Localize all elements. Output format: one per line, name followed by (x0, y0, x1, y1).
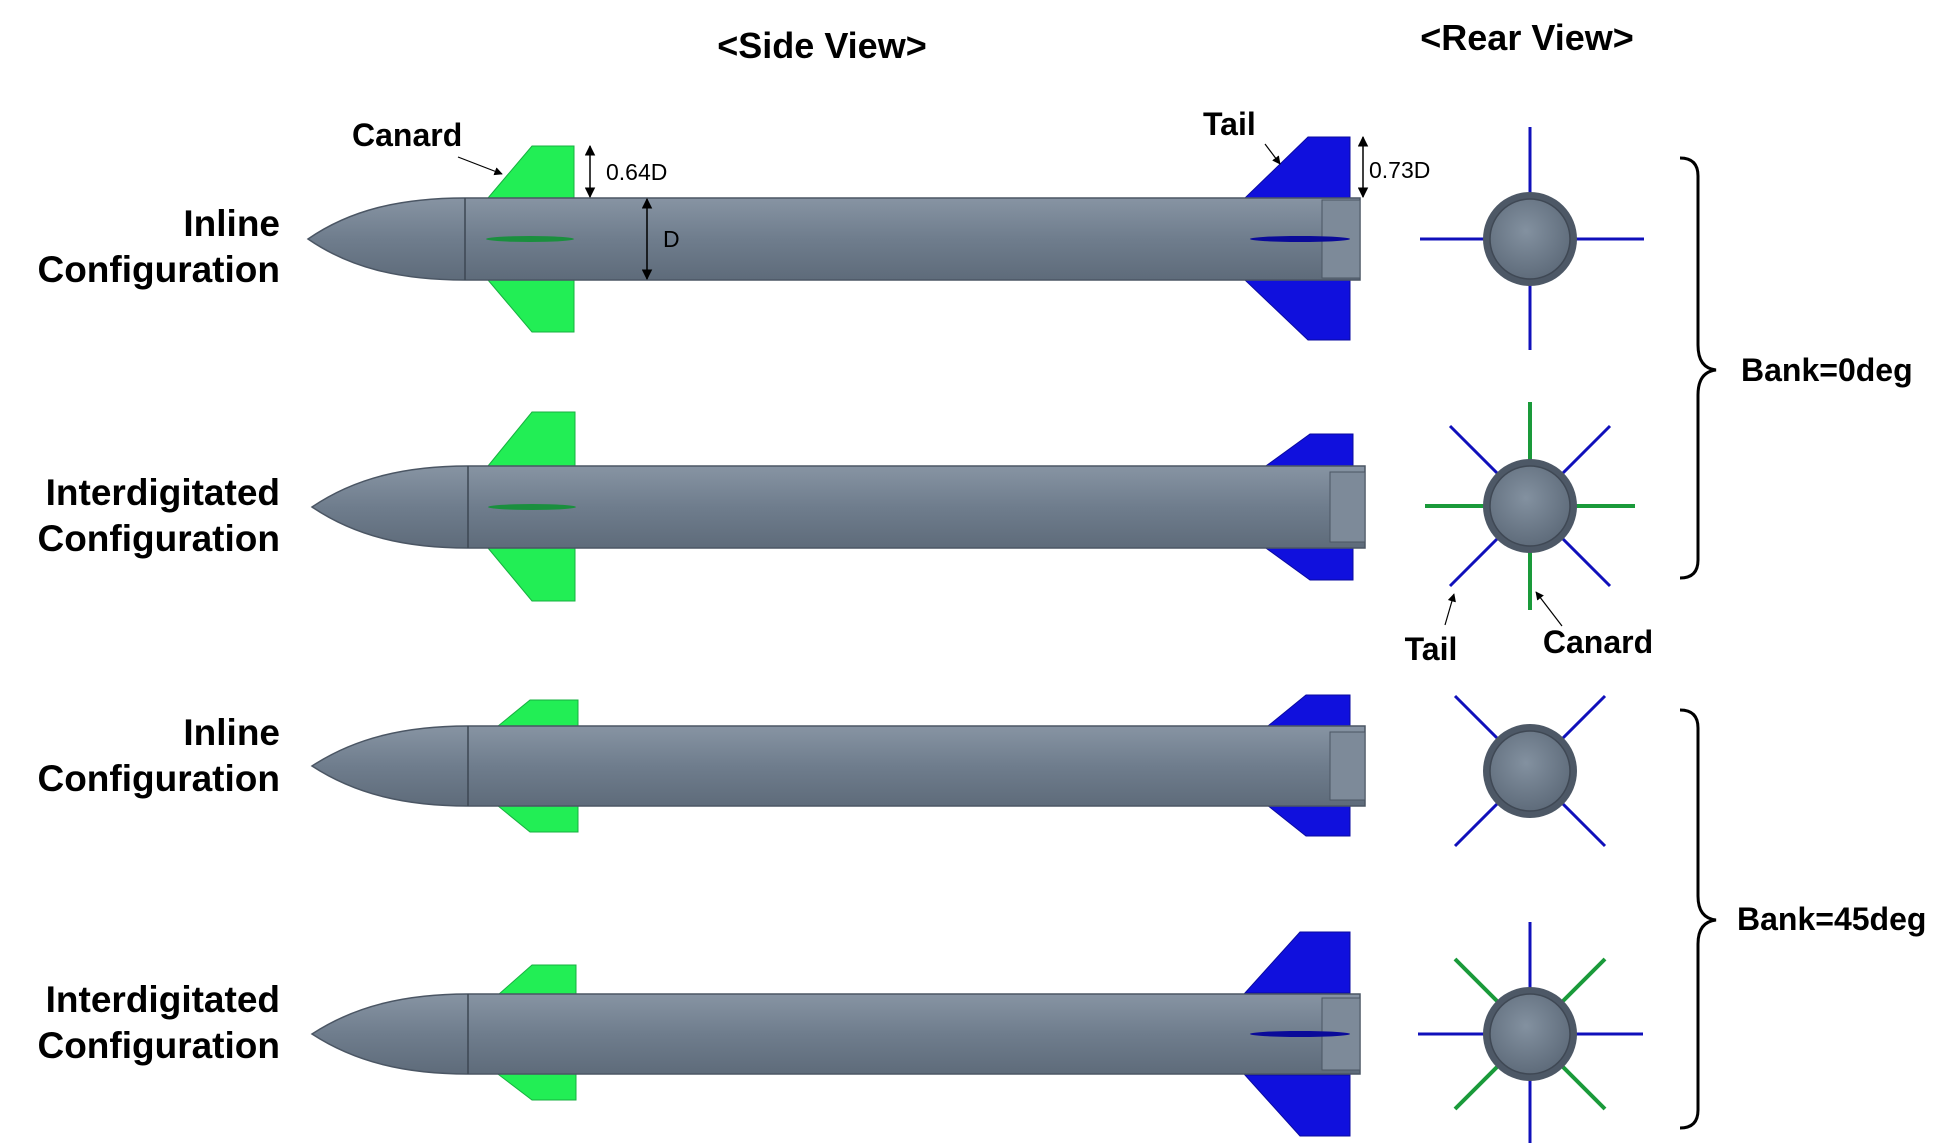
tail-fin-upper (1243, 136, 1351, 199)
rear-view-3 (1453, 694, 1607, 848)
tail-fin-edge (1250, 236, 1350, 242)
rocket-body (310, 465, 1366, 549)
row-label-1: Inline Configuration (37, 203, 280, 290)
canard-fin-edge (488, 504, 576, 510)
row-label-4: Interdigitated Configuration (37, 979, 280, 1066)
row-label-line2: Configuration (37, 758, 280, 799)
rear-hub (1489, 730, 1571, 812)
side-view-header: <Side View> (717, 25, 926, 66)
rear-view-2: Tail Canard (1405, 402, 1653, 667)
tail-fin-lower (1243, 279, 1351, 341)
tail-fin-upper (1243, 931, 1351, 994)
diameter-label: D (663, 226, 680, 252)
side-view-rocket-3 (310, 694, 1366, 837)
row-label-2: Interdigitated Configuration (37, 472, 280, 559)
row-label-line2: Configuration (37, 1025, 280, 1066)
bank45-brace (1679, 708, 1717, 1130)
rear-hub (1489, 993, 1571, 1075)
rear-hub (1489, 198, 1571, 280)
canard-fin-lower (486, 279, 575, 333)
rear-tail-label: Tail (1405, 631, 1458, 667)
tail-fin-lower (1243, 1074, 1351, 1137)
canard-callout-label: Canard (352, 117, 462, 153)
rocket-body (310, 993, 1361, 1075)
rocket-body (310, 725, 1366, 807)
canard-fin-edge (486, 236, 574, 242)
rear-hub (1489, 465, 1571, 547)
canard-fin-upper (486, 145, 575, 199)
rear-view-4 (1418, 922, 1643, 1143)
row-label-line2: Configuration (37, 249, 280, 290)
bank0-brace (1679, 156, 1717, 580)
tail-height-label: 0.73D (1369, 157, 1430, 183)
bank45-label: Bank=45deg (1737, 901, 1926, 937)
canard-height-label: 0.64D (606, 159, 667, 185)
side-view-rocket-1: 0.64D D 0.73D Canard Tail (306, 106, 1430, 341)
side-view-rocket-4 (310, 931, 1361, 1137)
row-label-line1: Inline (183, 203, 280, 244)
rocket-body (306, 197, 1361, 281)
bank0-label: Bank=0deg (1741, 352, 1913, 388)
rear-view-1 (1420, 127, 1644, 350)
rocket-base (1329, 471, 1366, 543)
row-label-line1: Inline (183, 712, 280, 753)
rear-canard-label: Canard (1543, 624, 1653, 660)
rear-view-header: <Rear View> (1420, 17, 1634, 58)
side-view-rocket-2 (310, 411, 1366, 602)
canard-fin-upper (486, 411, 576, 467)
row-label-3: Inline Configuration (37, 712, 280, 799)
tail-callout-label: Tail (1203, 106, 1256, 142)
row-label-line1: Interdigitated (46, 979, 280, 1020)
row-label-line2: Configuration (37, 518, 280, 559)
canard-fin-lower (486, 547, 576, 602)
rocket-base (1329, 731, 1366, 801)
tail-fin-edge (1250, 1031, 1350, 1037)
row-label-line1: Interdigitated (46, 472, 280, 513)
